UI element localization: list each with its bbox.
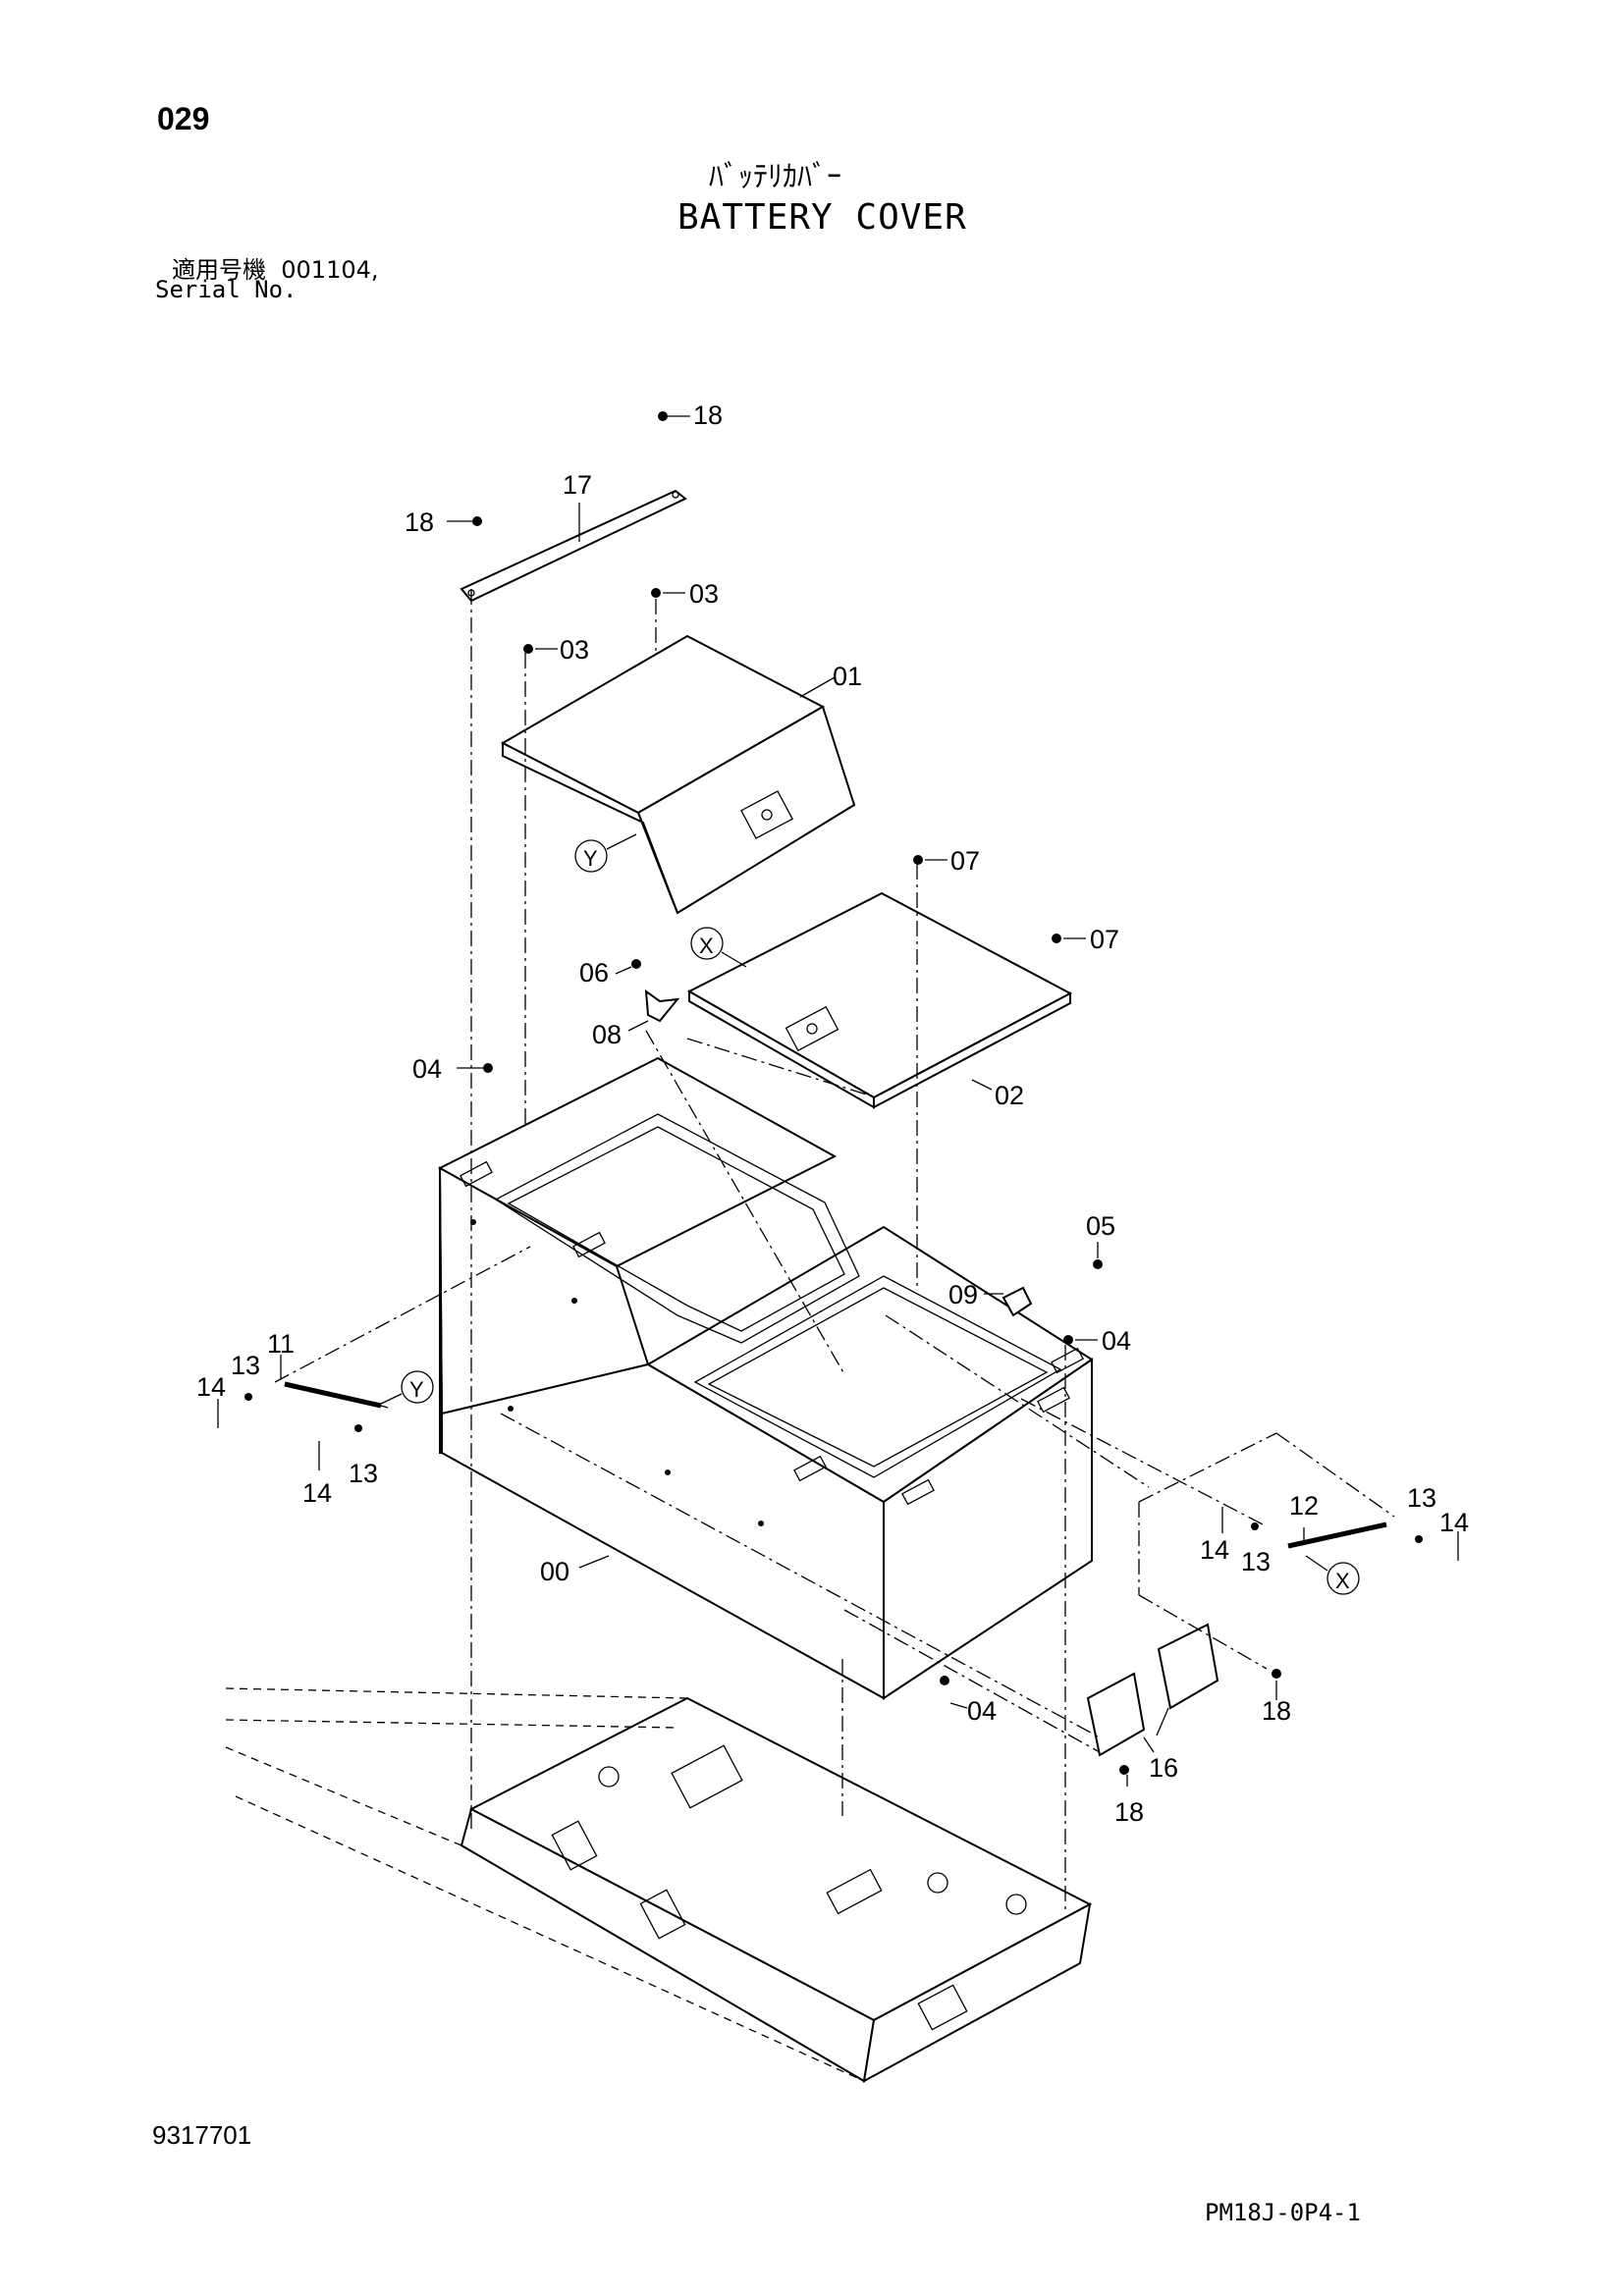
callout-04-bottom: 04 [967, 1696, 997, 1726]
callout-18-bottom: 18 [1114, 1797, 1144, 1827]
part-16-cover-plates [1086, 1623, 1219, 1757]
callout-14-left: 14 [196, 1372, 226, 1402]
callout-labels: 18 17 18 03 03 01 07 07 06 08 04 02 05 0… [196, 400, 1469, 1827]
part-01-upper-lid [500, 634, 856, 915]
part-11-gas-spring [284, 1381, 389, 1409]
callout-13-left: 13 [231, 1351, 260, 1380]
callout-04-right: 04 [1102, 1326, 1131, 1356]
callout-11: 11 [267, 1329, 295, 1359]
part-00-console-box [437, 1056, 1094, 1700]
page-number: 029 [157, 101, 210, 136]
part-09-latch [1001, 1286, 1033, 1317]
callout-07-upper: 07 [950, 846, 980, 876]
callout-18-right: 18 [1262, 1696, 1291, 1726]
callout-17: 17 [563, 470, 592, 500]
reference-mark-x-upper: X [690, 927, 747, 968]
callout-13-right: 13 [1407, 1483, 1436, 1513]
plate-code: PM18J-0P4-1 [1205, 2199, 1361, 2226]
leader-lines [280, 415, 1305, 1787]
callout-13-mid: 13 [1241, 1547, 1271, 1576]
part-02-lower-lid [686, 891, 1073, 1109]
callout-01: 01 [833, 662, 862, 691]
callout-09: 09 [948, 1280, 978, 1309]
reference-mark-x-lower: X [1305, 1555, 1360, 1595]
reference-mark-y-lower: Y [380, 1370, 434, 1405]
callout-16: 16 [1149, 1753, 1178, 1783]
callout-12: 12 [1289, 1491, 1319, 1521]
reference-y-label: Y [583, 846, 598, 871]
document-number: 9317701 [152, 2120, 252, 2150]
callout-03-right: 03 [689, 579, 719, 609]
callout-18-left: 18 [405, 507, 434, 537]
callout-02: 02 [995, 1081, 1024, 1110]
reference-y-label-2: Y [409, 1377, 424, 1402]
callout-06: 06 [579, 958, 609, 988]
serial-applicability-jp: 適用号機 001104, [172, 256, 379, 284]
callout-04-left: 04 [412, 1054, 442, 1084]
reference-x-label-2: X [1335, 1569, 1350, 1593]
assembly-lines [274, 589, 1395, 1914]
part-17-strap [460, 489, 687, 603]
callout-14-lower: 14 [302, 1478, 332, 1508]
callout-08: 08 [592, 1020, 622, 1049]
callout-07-right: 07 [1090, 925, 1119, 954]
base-frame [225, 1687, 1093, 2083]
callout-03-left: 03 [560, 635, 589, 665]
part-08-bracket [644, 988, 680, 1023]
callout-00: 00 [540, 1557, 569, 1586]
page-title: BATTERY COVER [677, 197, 967, 238]
callout-14-mid: 14 [1200, 1535, 1229, 1565]
title-japanese: ﾊﾞｯﾃﾘｶﾊﾞｰ [709, 160, 841, 194]
callout-13-lower: 13 [349, 1459, 378, 1488]
callout-18-top: 18 [693, 400, 723, 430]
callout-05: 05 [1086, 1211, 1115, 1241]
part-12-gas-spring [1287, 1522, 1387, 1549]
serial-label: Serial No. [155, 276, 298, 303]
reference-x-label: X [699, 934, 714, 958]
callout-14-right: 14 [1439, 1508, 1469, 1537]
reference-mark-y-upper: Y [574, 833, 637, 873]
fasteners [217, 411, 1459, 1775]
